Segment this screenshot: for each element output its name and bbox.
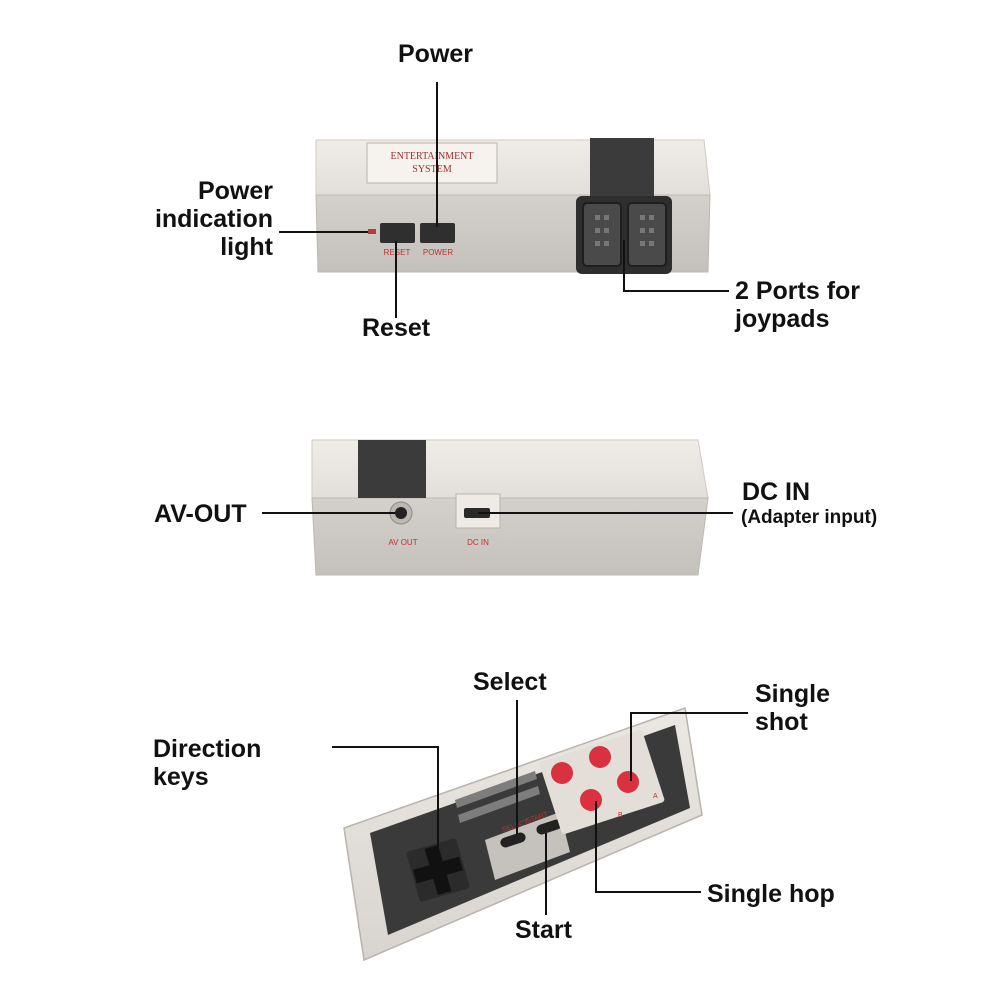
callout-single-shot: Single shot [755, 680, 830, 736]
callout-ports-line-2: joypads [735, 305, 830, 333]
callout-select: Select [473, 668, 547, 696]
callout-power-light-line-2: indication [154, 205, 273, 233]
callout-single-shot-line-2: shot [755, 708, 808, 736]
direction-pad [406, 838, 470, 902]
callout-ports-line-1: 2 Ports for [735, 277, 861, 305]
leader-ports [623, 240, 729, 292]
select-button [500, 832, 526, 848]
leader-lines [262, 82, 748, 915]
red-button-panel [539, 729, 665, 835]
power-indication-led [368, 229, 376, 234]
callout-single-hop: Single hop [707, 880, 835, 908]
stripe-2 [458, 786, 540, 823]
joypad-port-1 [582, 202, 622, 267]
b-button [580, 789, 602, 811]
av-out-print: AV OUT [388, 538, 417, 547]
a-print: A [653, 793, 658, 800]
console-back: AV OUT DC IN [311, 439, 709, 576]
callout-power-light-line-1: Power [197, 177, 273, 205]
callout-start: Start [515, 916, 572, 944]
callout-reset: Reset [362, 314, 431, 342]
joypad-ports [576, 138, 672, 274]
badge-line-1: ENTERTAINMENT [390, 151, 473, 162]
callout-direction-line-2: keys [153, 763, 209, 791]
back-port-housing [358, 440, 426, 498]
callout-joypad-ports: 2 Ports for joypads [735, 277, 860, 333]
callout-power-indication-light: Power indication light [139, 177, 273, 261]
red-button-top-left [551, 762, 573, 784]
callout-direction-line-1: Direction [153, 735, 262, 763]
callout-direction-keys: Direction keys [153, 735, 261, 791]
callout-av-out: AV-OUT [154, 500, 247, 528]
a-button [617, 771, 639, 793]
dc-in-print: DC IN [467, 538, 489, 547]
av-out-jack [395, 507, 407, 519]
red-button-top-right [589, 746, 611, 768]
reset-print: RESET [384, 248, 411, 257]
leader-direction [332, 746, 439, 863]
controller: SELECT START B A [343, 706, 703, 962]
port-housing [590, 138, 654, 196]
badge-line-2: SYSTEM [412, 164, 452, 175]
reset-button [380, 223, 415, 243]
dc-in-port [464, 508, 490, 518]
leader-single-shot [630, 712, 748, 781]
console-back-face [311, 497, 709, 576]
callout-power-light-line-3: light [220, 233, 273, 261]
callout-dc-in: DC IN [742, 478, 811, 506]
entertainment-badge [366, 142, 498, 184]
callout-power: Power [398, 40, 474, 68]
b-print: B [618, 812, 623, 819]
power-print: POWER [423, 248, 453, 257]
joypad-port-2 [627, 202, 667, 267]
power-button [420, 223, 455, 243]
leader-single-hop [595, 801, 701, 893]
start-button [536, 819, 562, 835]
console-front: ENTERTAINMENT SYSTEM RESET POWER [315, 138, 711, 274]
callout-single-shot-line-1: Single [755, 680, 831, 708]
callout-dc-in-sub: (Adapter input) [741, 507, 878, 528]
